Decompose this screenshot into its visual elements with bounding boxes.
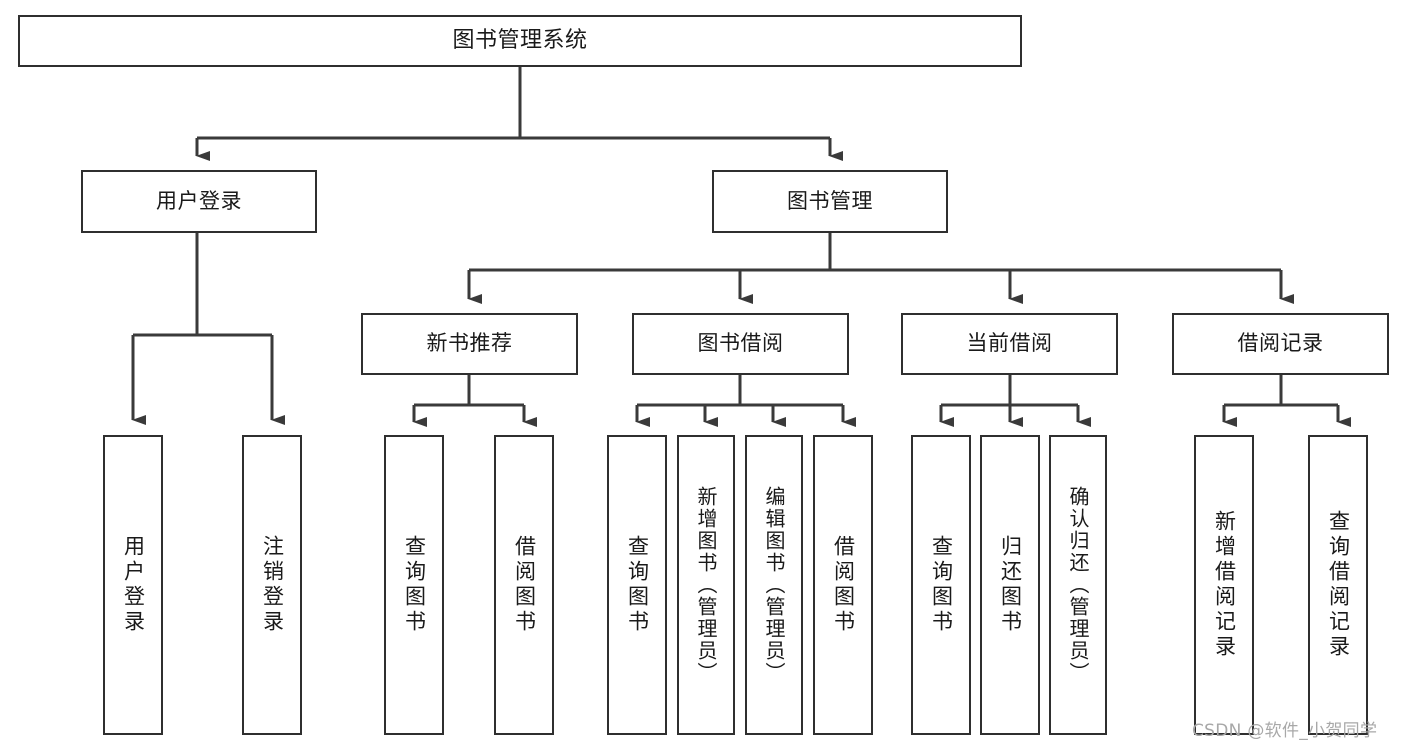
leaf-query-book-borrow[interactable]: 查询图书 (607, 435, 667, 735)
node-label: 用户登录 (156, 188, 242, 213)
leaf-query-book-recommend[interactable]: 查询图书 (384, 435, 444, 735)
node-label: 借阅图书 (831, 535, 856, 635)
leaf-borrow-book-recommend[interactable]: 借阅图书 (494, 435, 554, 735)
leaf-confirm-return-admin[interactable]: 确认归还（管理员） (1049, 435, 1107, 735)
leaf-query-borrow-record[interactable]: 查询借阅记录 (1308, 435, 1368, 735)
node-borrow-record[interactable]: 借阅记录 (1172, 313, 1389, 375)
node-label: 图书管理 (787, 188, 873, 213)
node-label: 注销登录 (260, 535, 285, 635)
node-label: 编辑图书（管理员） (762, 486, 786, 684)
node-label: 查询借阅记录 (1326, 510, 1351, 660)
leaf-query-book-current[interactable]: 查询图书 (911, 435, 971, 735)
watermark-credit: CSDN @软件_小贺同学 (1192, 721, 1378, 741)
node-label: 查询图书 (402, 535, 427, 635)
node-label: 新书推荐 (426, 331, 513, 356)
leaf-add-borrow-record[interactable]: 新增借阅记录 (1194, 435, 1254, 735)
node-root-book-management-system[interactable]: 图书管理系统 (18, 15, 1022, 67)
node-book-borrow[interactable]: 图书借阅 (632, 313, 849, 375)
leaf-logout-login[interactable]: 注销登录 (242, 435, 302, 735)
node-label: 图书借阅 (697, 331, 784, 356)
node-label: 用户登录 (121, 535, 146, 635)
node-label: 查询图书 (929, 535, 954, 635)
node-label: 借阅记录 (1237, 331, 1324, 356)
node-label: 当前借阅 (966, 331, 1053, 356)
leaf-borrow-book[interactable]: 借阅图书 (813, 435, 873, 735)
leaf-return-book[interactable]: 归还图书 (980, 435, 1040, 735)
node-label: 确认归还（管理员） (1066, 486, 1090, 684)
leaf-user-login[interactable]: 用户登录 (103, 435, 163, 735)
leaf-add-book-admin[interactable]: 新增图书（管理员） (677, 435, 735, 735)
node-label: 借阅图书 (512, 535, 537, 635)
node-label: 归还图书 (998, 535, 1023, 635)
node-label: 新增借阅记录 (1212, 510, 1237, 660)
node-label: 图书管理系统 (452, 27, 588, 53)
node-user-login[interactable]: 用户登录 (81, 170, 317, 233)
leaf-edit-book-admin[interactable]: 编辑图书（管理员） (745, 435, 803, 735)
node-label: 查询图书 (625, 535, 650, 635)
node-book-management[interactable]: 图书管理 (712, 170, 948, 233)
node-current-borrow[interactable]: 当前借阅 (901, 313, 1118, 375)
node-new-book-recommend[interactable]: 新书推荐 (361, 313, 578, 375)
node-label: 新增图书（管理员） (694, 486, 718, 684)
